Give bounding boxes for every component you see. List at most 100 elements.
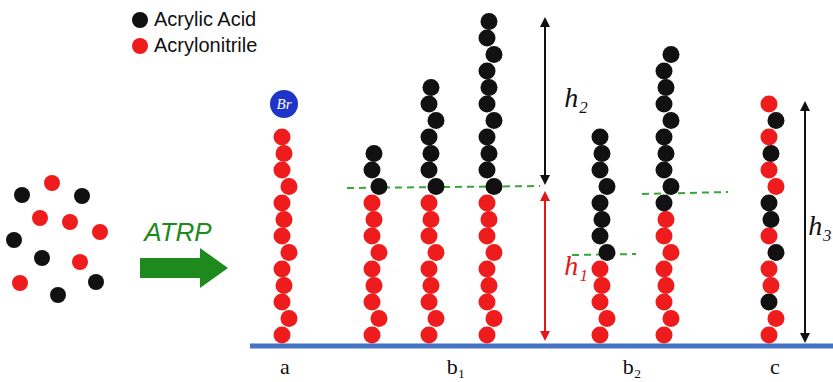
monomer-bead: [594, 145, 611, 162]
monomer-bead: [428, 310, 445, 327]
h1-arrow: [544, 196, 546, 336]
monomer-bead: [92, 224, 108, 240]
monomer-bead: [421, 327, 438, 344]
monomer-bead: [481, 211, 498, 228]
monomer-bead: [274, 162, 291, 179]
monomer-bead: [364, 327, 381, 344]
monomer-bead: [594, 277, 611, 294]
panel-label: a: [280, 356, 290, 378]
monomer-bead: [592, 195, 609, 212]
h2-arrow: [544, 22, 546, 180]
monomer-bead: [479, 195, 496, 212]
monomer-bead: [592, 228, 609, 245]
monomer-bead: [481, 79, 498, 96]
legend-swatch: [132, 12, 148, 28]
monomer-bead: [366, 211, 383, 228]
monomer-bead: [423, 145, 440, 162]
monomer-bead: [364, 261, 381, 278]
block-boundary: [642, 192, 728, 194]
monomer-bead: [371, 178, 388, 195]
monomer-bead: [421, 195, 438, 212]
monomer-bead: [428, 112, 445, 129]
monomer-bead: [761, 195, 778, 212]
monomer-bead: [656, 162, 673, 179]
monomer-bead: [656, 228, 673, 245]
monomer-bead: [658, 145, 675, 162]
monomer-bead: [276, 277, 293, 294]
monomer-bead: [592, 261, 609, 278]
monomer-bead: [486, 178, 503, 195]
monomer-bead: [663, 244, 680, 261]
monomer-bead: [421, 96, 438, 113]
monomer-bead: [421, 228, 438, 245]
monomer-bead: [371, 310, 388, 327]
monomer-bead: [276, 145, 293, 162]
h3-arrow: [804, 106, 806, 338]
monomer-bead: [421, 294, 438, 311]
monomer-bead: [761, 96, 778, 113]
monomer-bead: [479, 162, 496, 179]
monomer-bead: [592, 129, 609, 146]
monomer-bead: [274, 294, 291, 311]
monomer-bead: [656, 63, 673, 80]
monomer-bead: [62, 214, 78, 230]
monomer-bead: [479, 294, 496, 311]
monomer-bead: [768, 178, 785, 195]
monomer-bead: [6, 232, 22, 248]
monomer-bead: [481, 277, 498, 294]
monomer-bead: [481, 13, 498, 30]
monomer-bead: [663, 46, 680, 63]
monomer-bead: [14, 187, 30, 203]
legend-swatch: [132, 38, 148, 54]
monomer-bead: [479, 228, 496, 245]
monomer-bead: [366, 145, 383, 162]
monomer-bead: [74, 188, 90, 204]
monomer-bead: [592, 162, 609, 179]
monomer-bead: [479, 96, 496, 113]
monomer-bead: [421, 261, 438, 278]
monomer-bead: [12, 275, 28, 291]
legend-text: Acrylic Acid: [154, 8, 256, 31]
monomer-bead: [761, 327, 778, 344]
monomer-bead: [50, 287, 66, 303]
reaction-label: ATRP: [144, 219, 211, 245]
height-label: h₂: [564, 84, 588, 112]
panel-label: b₂: [623, 356, 642, 378]
monomer-bead: [768, 244, 785, 261]
monomer-bead: [486, 244, 503, 261]
monomer-bead: [486, 46, 503, 63]
monomer-bead: [481, 145, 498, 162]
monomer-bead: [364, 228, 381, 245]
monomer-bead: [663, 112, 680, 129]
initiator-circle: Br: [270, 90, 298, 118]
monomer-bead: [32, 210, 48, 226]
monomer-bead: [479, 129, 496, 146]
monomer-bead: [274, 327, 291, 344]
monomer-bead: [599, 244, 616, 261]
monomer-bead: [761, 162, 778, 179]
monomer-bead: [658, 211, 675, 228]
panel-label: b₁: [447, 356, 466, 378]
monomer-bead: [599, 310, 616, 327]
monomer-bead: [479, 63, 496, 80]
monomer-bead: [658, 79, 675, 96]
monomer-bead: [768, 310, 785, 327]
monomer-bead: [656, 129, 673, 146]
monomer-bead: [486, 112, 503, 129]
monomer-bead: [88, 274, 104, 290]
monomer-bead: [428, 178, 445, 195]
monomer-bead: [364, 162, 381, 179]
monomer-bead: [479, 327, 496, 344]
monomer-bead: [761, 294, 778, 311]
monomer-bead: [274, 261, 291, 278]
monomer-bead: [423, 79, 440, 96]
substrate: [250, 344, 833, 349]
monomer-bead: [274, 129, 291, 146]
monomer-beads: [6, 13, 785, 344]
monomer-bead: [763, 145, 780, 162]
monomer-bead: [423, 277, 440, 294]
monomer-bead: [768, 112, 785, 129]
monomer-bead: [281, 244, 298, 261]
monomer-bead: [761, 228, 778, 245]
